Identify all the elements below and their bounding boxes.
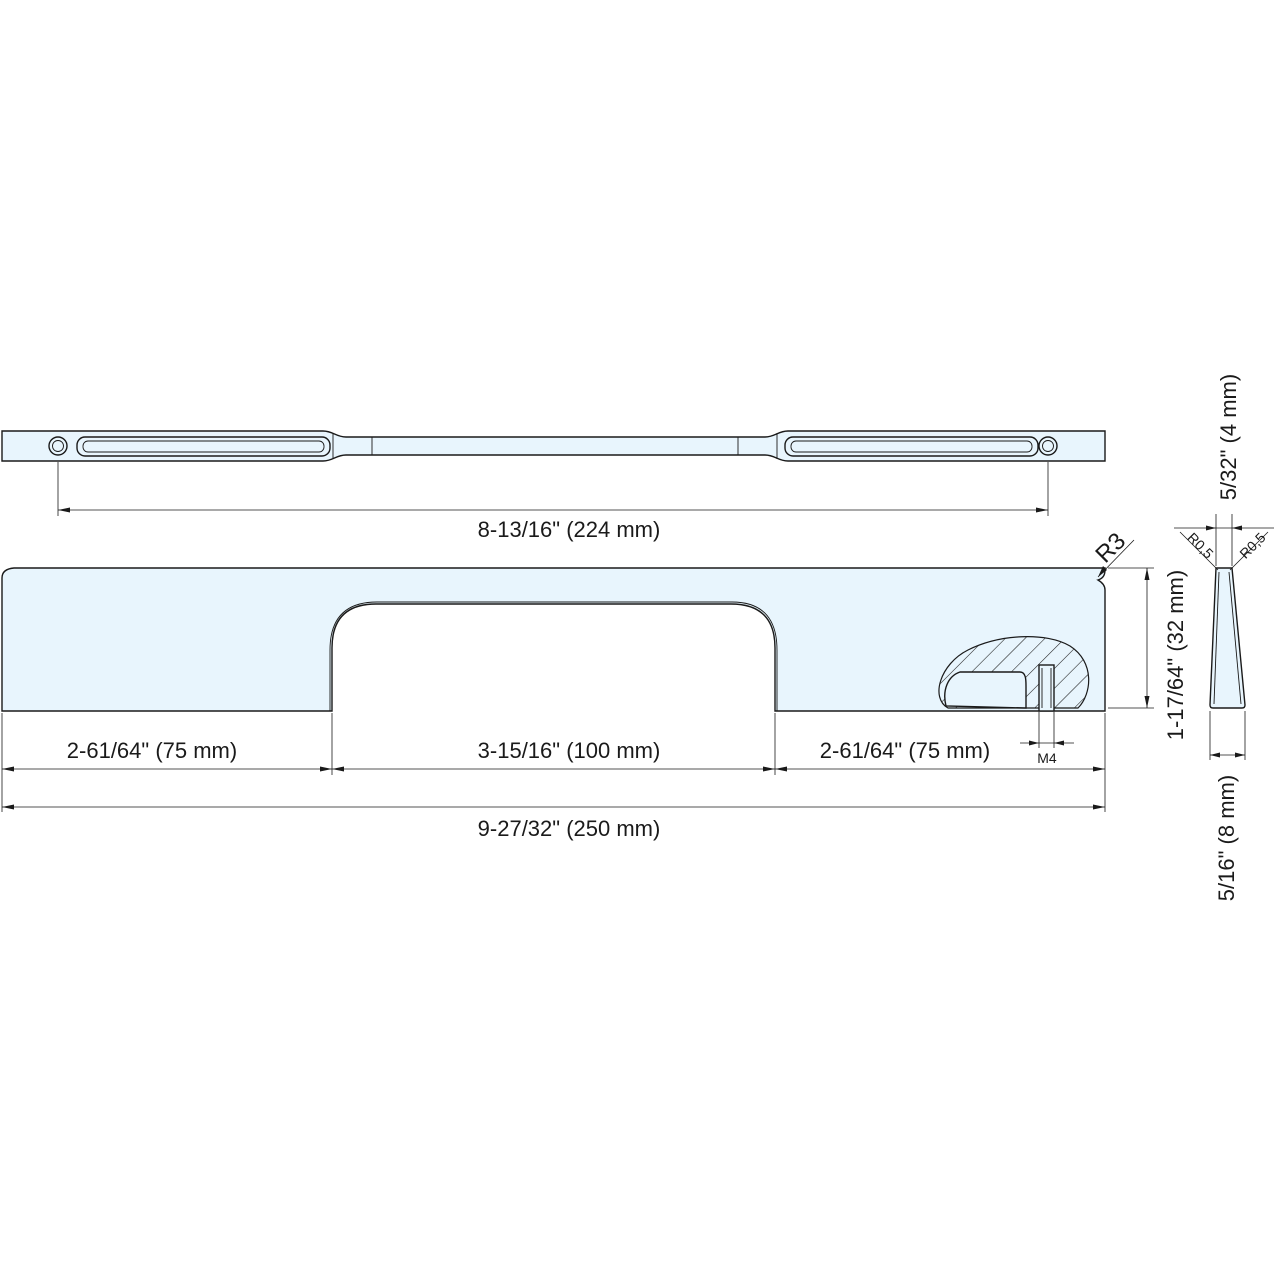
arrow-seg-3b [1093, 766, 1105, 772]
arrow-seg-3a [775, 766, 787, 772]
dim-left-segment: 2-61/64" (75 mm) [67, 738, 237, 763]
slot-right [784, 436, 1039, 457]
dim-thread-m4: M4 [1037, 750, 1057, 766]
dim-height: 1-17/64" (32 mm) [1163, 570, 1188, 740]
slot-right-inner [790, 440, 1033, 453]
arrow-height-top [1144, 568, 1150, 580]
arrow-top-left [1206, 525, 1216, 531]
front-view: M4 R3 2-61/64" (75 mm) 3-15/16" (100 mm)… [1, 528, 1188, 841]
arrow-bottom-left [1210, 752, 1220, 758]
arrow-seg-1a [2, 766, 14, 772]
dim-overall-length: 9-27/32" (250 mm) [478, 816, 661, 841]
arrow-seg-1b [320, 766, 332, 772]
arrow-overall-right [1093, 804, 1105, 810]
handle-side-profile [1209, 567, 1246, 709]
dim-hole-spacing: 8-13/16" (224 mm) [478, 517, 661, 542]
slot-left [76, 436, 331, 457]
side-profile-edge-left [1213, 571, 1220, 705]
mount-hole-right-inner [1042, 440, 1054, 452]
dim-center-segment: 3-15/16" (100 mm) [478, 738, 661, 763]
arrow-seg-2a [332, 766, 344, 772]
section-inner-profile [944, 671, 1027, 709]
mount-hole-left [48, 436, 68, 456]
arrow-top-right [1232, 525, 1242, 531]
leader-r05-right [1229, 531, 1269, 571]
arrow-m4-left [1029, 740, 1039, 746]
arrow-m4-right [1054, 740, 1064, 746]
mount-hole-right [1038, 436, 1058, 456]
arrow-hole-right [1036, 507, 1048, 513]
leader-r05-left [1179, 531, 1219, 571]
handle-front-outline [1, 567, 1106, 712]
mount-hole-left-inner [52, 440, 64, 452]
dim-edge-radius-right: R0,5 [1236, 529, 1268, 561]
side-profile-edge-right [1228, 571, 1242, 705]
arrow-r3 [1098, 566, 1107, 577]
side-view: 5/32" (4 mm) R0,5 R0,5 5/16" (8 mm) [1174, 374, 1274, 901]
top-view: 8-13/16" (224 mm) [1, 430, 1106, 542]
dim-edge-radius-left: R0,5 [1184, 529, 1216, 561]
thread-hole [1038, 664, 1055, 712]
dim-top-thickness: 5/32" (4 mm) [1216, 374, 1241, 500]
arrow-hole-left [58, 507, 70, 513]
arrow-bottom-right [1235, 752, 1245, 758]
slot-left-inner [82, 440, 325, 453]
arrow-overall-left [2, 804, 14, 810]
arrow-height-bottom [1144, 696, 1150, 708]
arrow-seg-2b [763, 766, 775, 772]
dim-right-segment: 2-61/64" (75 mm) [820, 738, 990, 763]
inner-arch-highlight [329, 601, 778, 711]
dim-bottom-thickness: 5/16" (8 mm) [1214, 775, 1239, 901]
dim-corner-radius: R3 [1090, 528, 1131, 569]
